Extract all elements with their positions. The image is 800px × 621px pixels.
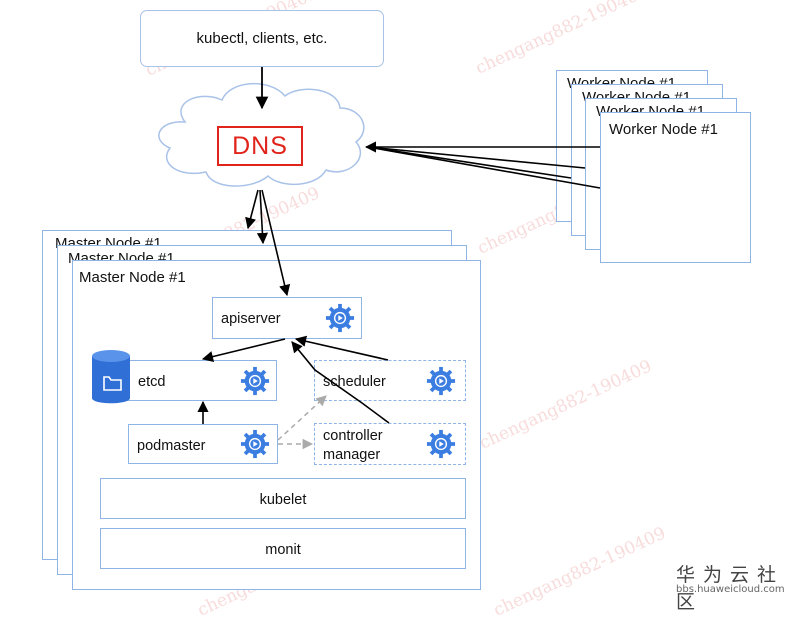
dns-label: DNS: [217, 126, 303, 166]
master-node-1-title: Master Node #1: [79, 269, 186, 286]
watermark-7: chengang882-190409: [490, 523, 669, 621]
watermark-5: chengang882-190409: [476, 356, 655, 454]
monit-box: monit: [100, 528, 466, 569]
clients-box: kubectl, clients, etc.: [140, 10, 384, 67]
worker-node-1: Worker Node #1: [600, 112, 751, 263]
etcd-gear-icon: [240, 366, 270, 396]
apiserver-label: apiserver: [221, 311, 281, 327]
etcd-label: etcd: [138, 374, 166, 390]
scheduler-gear-icon: [426, 366, 456, 396]
podmaster-label: podmaster: [137, 438, 206, 454]
podmaster-gear-icon: [240, 429, 270, 459]
kubelet-label: kubelet: [259, 492, 307, 508]
brand-url: bbs.huaweicloud.com: [676, 584, 785, 595]
apiserver-gear-icon: [325, 303, 355, 333]
clients-label: kubectl, clients, etc.: [196, 30, 328, 47]
monit-label: monit: [265, 542, 301, 558]
controller-manager-label-line1: controller: [323, 428, 383, 444]
apiserver-box: apiserver: [212, 297, 362, 339]
watermark-2: chengang882-190409: [472, 0, 651, 79]
kubelet-box: kubelet: [100, 478, 466, 519]
worker-node-1-title: Worker Node #1: [609, 121, 718, 138]
scheduler-label: scheduler: [323, 374, 386, 390]
controller-manager-gear-icon: [426, 429, 456, 459]
controller-manager-label-line2: manager: [323, 447, 381, 463]
